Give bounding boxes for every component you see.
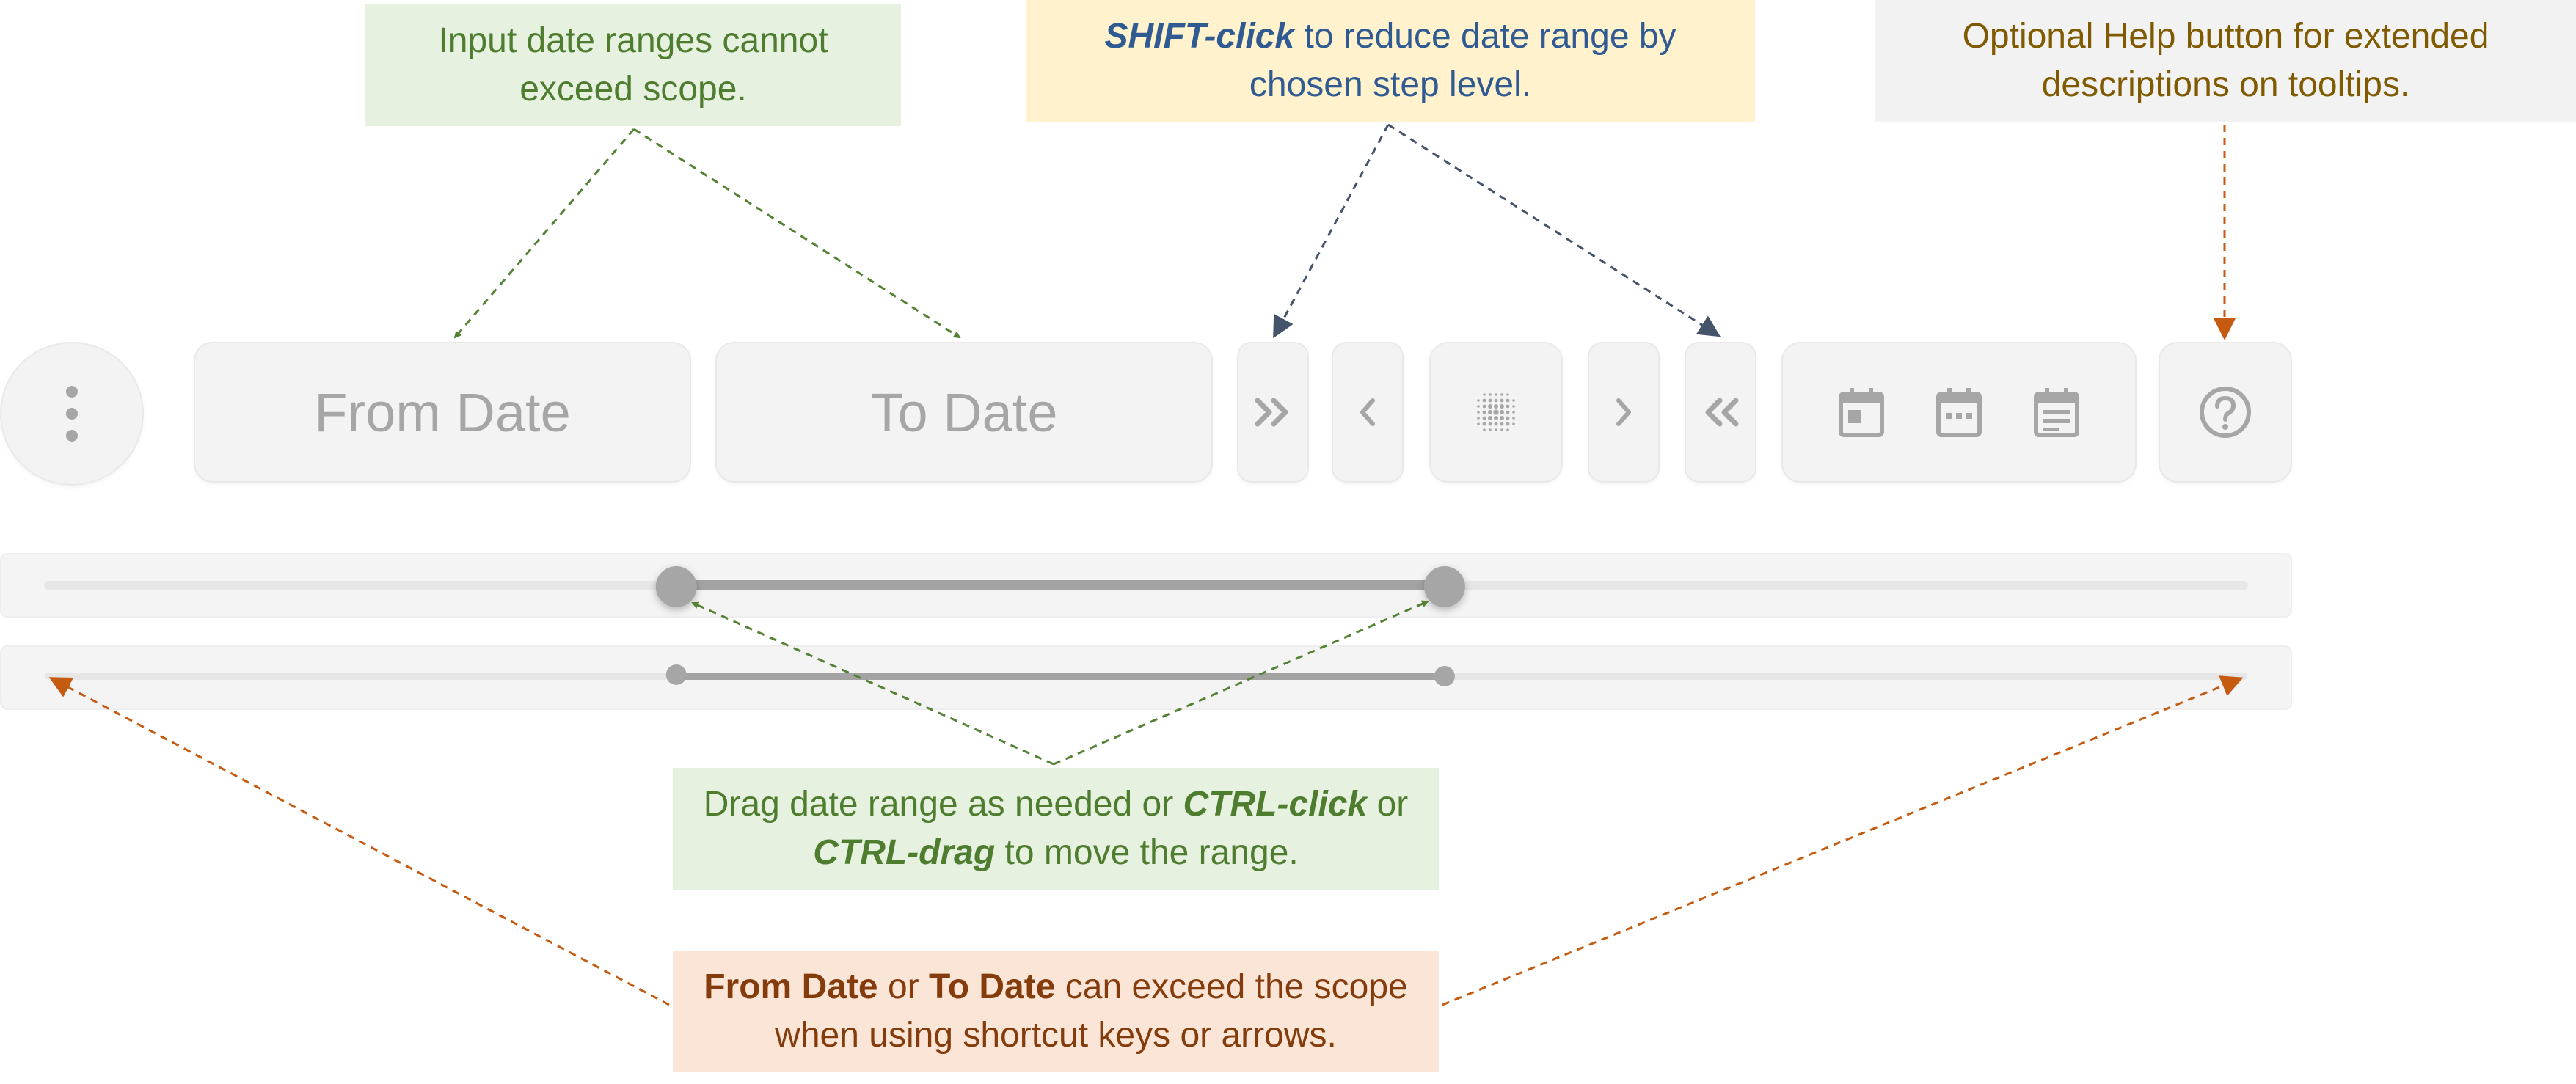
help-button[interactable] bbox=[2159, 342, 2292, 483]
note-help-button-text: Optional Help button for extended descri… bbox=[1962, 17, 2489, 104]
note-drag-range-emphasis-2: CTRL-drag bbox=[813, 833, 996, 872]
arrow-scope-to-to-date bbox=[633, 128, 961, 339]
arrow-shift-to-expand bbox=[1273, 124, 1390, 339]
note-exceed-scope: From Date or To Date can exceed the scop… bbox=[673, 951, 1439, 1072]
note-drag-range-text-3: to move the range. bbox=[995, 833, 1299, 872]
vertical-dots-icon bbox=[63, 384, 81, 443]
to-date-field[interactable]: To Date bbox=[715, 342, 1213, 483]
note-exceed-scope-strong-2: To Date bbox=[928, 967, 1056, 1006]
note-exceed-scope-text-1: or bbox=[877, 967, 929, 1006]
note-input-scope: Input date ranges cannot exceed scope. bbox=[365, 4, 901, 126]
question-circle-icon bbox=[2198, 385, 2252, 439]
shrink-range-button[interactable] bbox=[1685, 342, 1756, 483]
note-input-scope-text: Input date ranges cannot exceed scope. bbox=[438, 21, 828, 109]
step-level-button[interactable] bbox=[1429, 342, 1563, 483]
note-drag-range-emphasis-1: CTRL-click bbox=[1183, 785, 1368, 824]
overview-slider-track bbox=[0, 645, 2292, 710]
double-chevron-left-icon bbox=[1701, 396, 1740, 428]
note-exceed-scope-text-2: can exceed the scope when using shortcut… bbox=[775, 967, 1408, 1055]
arrow-exceed-to-right bbox=[1442, 675, 2244, 1006]
menu-button[interactable] bbox=[0, 342, 144, 486]
arrow-shift-to-shrink bbox=[1387, 123, 1721, 337]
chevron-left-icon bbox=[1357, 396, 1379, 428]
calendar-month-icon[interactable] bbox=[2033, 387, 2080, 438]
chevron-right-icon bbox=[1613, 396, 1635, 428]
to-date-placeholder: To Date bbox=[870, 381, 1058, 443]
note-shift-click: SHIFT-click to reduce date range by chos… bbox=[1026, 0, 1755, 122]
arrow-exceed-to-left bbox=[48, 677, 670, 1006]
note-help-button: Optional Help button for extended descri… bbox=[1875, 0, 2576, 122]
previous-step-button[interactable] bbox=[1332, 342, 1404, 483]
calendar-button-group bbox=[1781, 342, 2137, 483]
note-drag-range-text-1: Drag date range as needed or bbox=[703, 785, 1183, 824]
dot-grid-icon bbox=[1473, 389, 1519, 436]
note-shift-click-text: to reduce date range by chosen step leve… bbox=[1249, 17, 1676, 104]
double-chevron-right-icon bbox=[1253, 396, 1293, 428]
note-shift-click-emphasis: SHIFT-click bbox=[1104, 17, 1295, 56]
next-step-button[interactable] bbox=[1588, 342, 1660, 483]
from-date-field[interactable]: From Date bbox=[194, 342, 691, 483]
from-date-placeholder: From Date bbox=[314, 381, 571, 443]
range-slider-track bbox=[0, 553, 2292, 618]
calendar-week-icon[interactable] bbox=[1935, 387, 1982, 438]
note-drag-range: Drag date range as needed or CTRL-click … bbox=[673, 768, 1439, 890]
expand-range-button[interactable] bbox=[1237, 342, 1309, 483]
arrow-scope-to-from-date bbox=[453, 128, 635, 339]
note-exceed-scope-strong-1: From Date bbox=[704, 967, 878, 1006]
note-drag-range-text-2: or bbox=[1367, 785, 1409, 824]
calendar-day-icon[interactable] bbox=[1838, 387, 1885, 438]
